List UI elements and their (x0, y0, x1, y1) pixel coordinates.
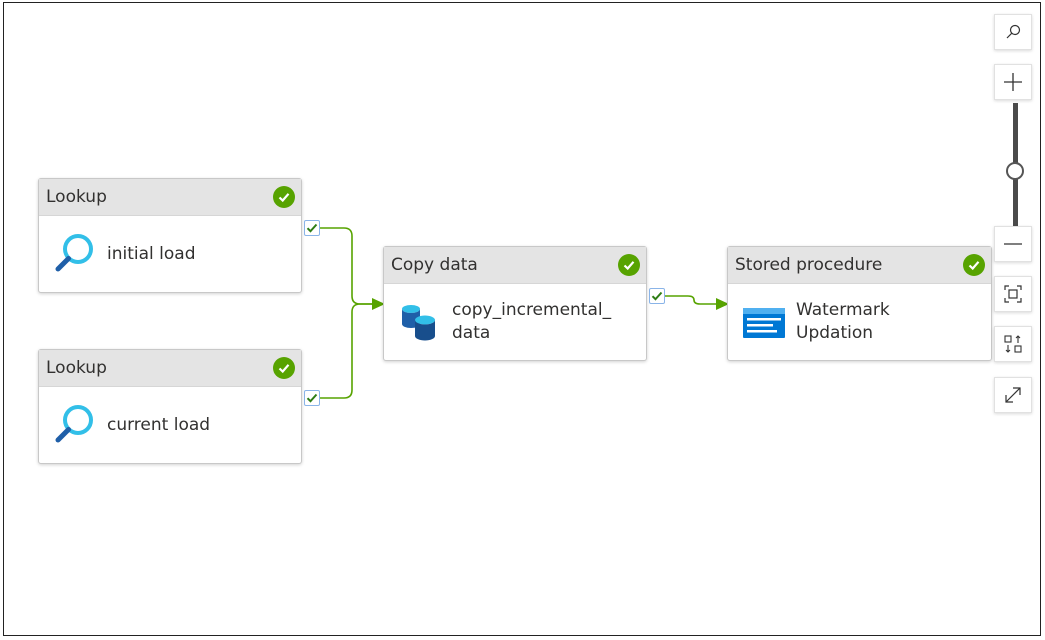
activity-body: current load (39, 387, 301, 463)
expand-button[interactable] (994, 377, 1032, 413)
activity-lookup-current-load[interactable]: Lookup current load (38, 349, 302, 464)
success-status-icon (273, 186, 295, 208)
success-output-port[interactable] (304, 390, 320, 406)
activity-name: Watermark Updation (796, 299, 890, 345)
zoom-out-icon (1004, 243, 1022, 245)
zoom-slider-thumb[interactable] (1006, 162, 1024, 180)
connector-lines (320, 227, 729, 399)
auto-align-icon (1004, 335, 1022, 353)
expand-icon (1005, 387, 1021, 403)
activity-lookup-initial-load[interactable]: Lookup initial load (38, 178, 302, 293)
stored-procedure-icon (742, 300, 786, 344)
activity-header: Lookup (39, 350, 301, 387)
activity-header: Copy data (384, 247, 646, 284)
activity-type-label: Lookup (46, 358, 107, 378)
activity-name: current load (107, 414, 211, 435)
copy-data-icon (398, 300, 442, 344)
connector-initial-to-copy (320, 227, 374, 305)
activity-type-label: Stored procedure (735, 255, 883, 275)
activity-name: copy_incremental_ data (452, 299, 611, 345)
search-icon (1006, 24, 1021, 39)
activity-copy-data[interactable]: Copy data copy_incremental_ data (383, 246, 647, 361)
success-output-port[interactable] (304, 220, 320, 236)
zoom-out-button[interactable] (994, 226, 1032, 262)
activity-body: copy_incremental_ data (384, 284, 646, 360)
arrowhead-storedproc (716, 298, 729, 310)
fit-to-screen-icon (1004, 285, 1022, 303)
activity-name-line2: data (452, 323, 491, 343)
activity-name-line2: Updation (796, 323, 874, 343)
lookup-icon (53, 232, 97, 276)
activity-body: initial load (39, 216, 301, 292)
activity-stored-procedure[interactable]: Stored procedure Watermark Updation (727, 246, 992, 361)
activity-type-label: Copy data (391, 255, 478, 275)
lookup-icon (53, 403, 97, 447)
activity-name-line1: Watermark (796, 300, 890, 320)
zoom-in-button[interactable] (994, 64, 1032, 100)
activity-name-line1: copy_incremental_ (452, 300, 612, 320)
activity-header: Lookup (39, 179, 301, 216)
success-output-port[interactable] (649, 288, 665, 304)
activity-body: Watermark Updation (728, 284, 991, 360)
connector-current-to-copy (320, 303, 374, 399)
fit-to-screen-button[interactable] (994, 276, 1032, 312)
zoom-in-icon (1004, 73, 1022, 91)
activity-header: Stored procedure (728, 247, 991, 284)
auto-align-button[interactable] (994, 326, 1032, 362)
success-status-icon (963, 254, 985, 276)
success-status-icon (273, 357, 295, 379)
search-button[interactable] (994, 14, 1032, 50)
pipeline-canvas[interactable]: Lookup initial load Lookup (3, 2, 1041, 636)
activity-type-label: Lookup (46, 187, 107, 207)
success-status-icon (618, 254, 640, 276)
arrowhead-copy (372, 298, 385, 310)
activity-name: initial load (107, 243, 196, 264)
connector-copy-to-storedproc (665, 295, 719, 305)
